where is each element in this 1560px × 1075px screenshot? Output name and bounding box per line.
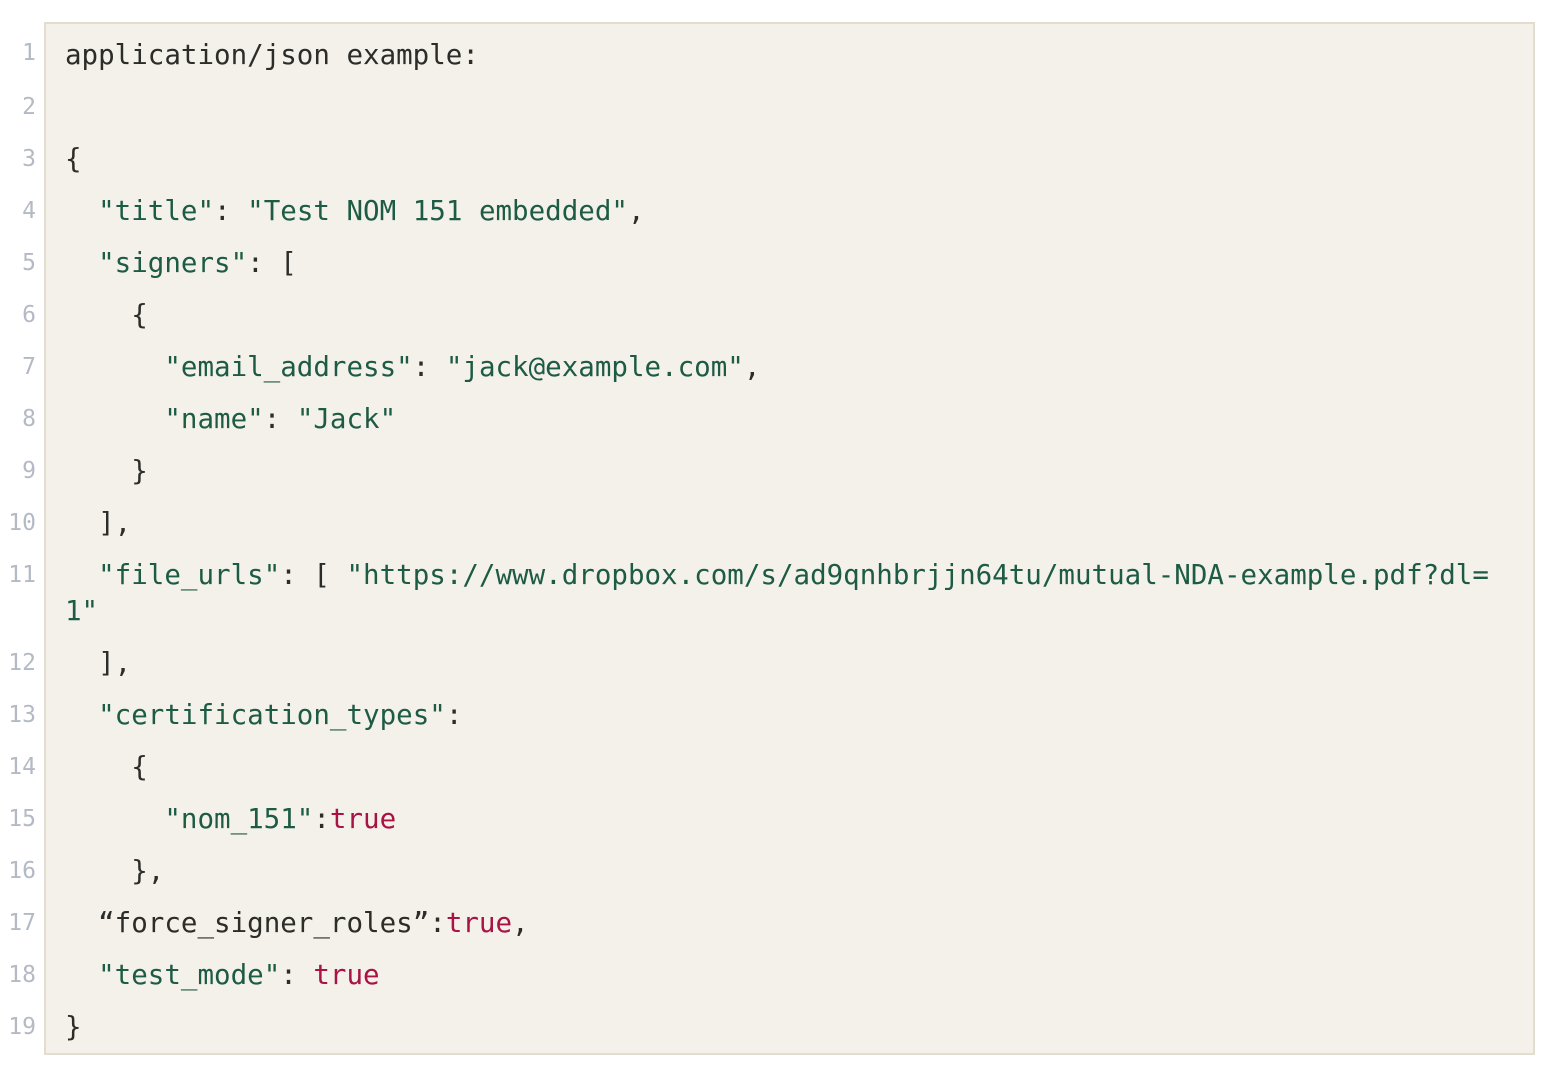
- code-token-plain: [65, 959, 98, 991]
- line-number: 8: [0, 401, 44, 453]
- line-number: 7: [0, 349, 44, 401]
- code-token-plain: },: [65, 855, 165, 887]
- code-token-plain: :: [280, 959, 314, 991]
- code-line: "signers": [: [44, 245, 1535, 297]
- line-number: 4: [0, 193, 44, 245]
- code-token-plain: [65, 559, 98, 591]
- code-token-plain: :: [214, 195, 248, 227]
- code-line: {: [44, 297, 1535, 349]
- line-number: 12: [0, 645, 44, 697]
- code-token-plain: [65, 351, 164, 383]
- code-token-plain: [65, 195, 98, 227]
- code-token-plain: [65, 403, 164, 435]
- code-token-string: "signers": [98, 247, 248, 279]
- line-number: 3: [0, 141, 44, 193]
- line-number: 11: [0, 557, 44, 645]
- line-number: 10: [0, 505, 44, 557]
- code-line: ],: [44, 505, 1535, 557]
- code-token-string: "test_mode": [98, 959, 281, 991]
- code-line: },: [44, 853, 1535, 905]
- line-number: 18: [0, 957, 44, 1009]
- code-token-string: "jack@example.com": [445, 351, 744, 383]
- code-token-string: "https://www.dropbox.com/s/ad9qnhbrjjn64…: [65, 559, 1489, 627]
- line-number: 15: [0, 801, 44, 853]
- code-token-plain: :: [445, 699, 463, 731]
- code-token-string: "nom_151": [164, 803, 314, 835]
- code-token-plain: {: [65, 299, 148, 331]
- code-line: "test_mode": true: [44, 957, 1535, 1009]
- code-token-string: "Test NOM 151 embedded": [247, 195, 628, 227]
- code-token-boolean: true: [329, 803, 397, 835]
- code-token-string: "certification_types": [98, 699, 446, 731]
- line-number: 14: [0, 749, 44, 801]
- code-line: "nom_151":true: [44, 801, 1535, 853]
- code-token-string: "title": [98, 195, 215, 227]
- code-line: }: [44, 1009, 1535, 1055]
- code-token-plain: ,: [743, 351, 761, 383]
- code-token-string: "file_urls": [98, 559, 281, 591]
- code-token-plain: [65, 803, 164, 835]
- code-token-plain: ],: [65, 647, 132, 679]
- line-number: 17: [0, 905, 44, 957]
- code-token-plain: ],: [65, 507, 132, 539]
- code-line: "title": "Test NOM 151 embedded",: [44, 193, 1535, 245]
- code-line: }: [44, 453, 1535, 505]
- code-token-plain: ,: [512, 907, 529, 939]
- code-line: "certification_types":: [44, 697, 1535, 749]
- line-number: 13: [0, 697, 44, 749]
- code-token-string: "name": [164, 403, 264, 435]
- code-token-plain: :: [412, 351, 446, 383]
- code-line: "name": "Jack": [44, 401, 1535, 453]
- code-token-plain: : [: [247, 247, 297, 279]
- code-token-plain: {: [65, 751, 148, 783]
- code-token-plain: :: [313, 803, 330, 835]
- line-number: 6: [0, 297, 44, 349]
- code-token-boolean: true: [445, 907, 513, 939]
- code-line: "file_urls": [ "https://www.dropbox.com/…: [44, 557, 1535, 645]
- code-line: {: [44, 141, 1535, 193]
- code-token-plain: }: [65, 1011, 82, 1043]
- code-token-plain: : [: [280, 559, 347, 591]
- code-token-boolean: true: [313, 959, 380, 991]
- line-number: 9: [0, 453, 44, 505]
- code-token-plain: application/json example:: [65, 39, 479, 71]
- code-token-plain: “force_signer_roles”:: [65, 907, 446, 939]
- code-token-plain: [65, 699, 98, 731]
- code-line: application/json example:: [44, 22, 1535, 89]
- line-number: 5: [0, 245, 44, 297]
- code-line: {: [44, 749, 1535, 801]
- code-token-plain: :: [263, 403, 297, 435]
- line-number: 19: [0, 1009, 44, 1055]
- line-number: 1: [0, 22, 44, 89]
- code-token-plain: }: [65, 455, 148, 487]
- code-token-plain: {: [65, 143, 82, 175]
- line-number: 16: [0, 853, 44, 905]
- code-token-string: "email_address": [164, 351, 413, 383]
- code-token-plain: ,: [627, 195, 645, 227]
- code-line: ],: [44, 645, 1535, 697]
- code-token-string: "Jack": [296, 403, 397, 435]
- code-line: [44, 89, 1535, 141]
- code-line: “force_signer_roles”:true,: [44, 905, 1535, 957]
- code-line: "email_address": "jack@example.com",: [44, 349, 1535, 401]
- line-number: 2: [0, 89, 44, 141]
- code-token-plain: [65, 247, 98, 279]
